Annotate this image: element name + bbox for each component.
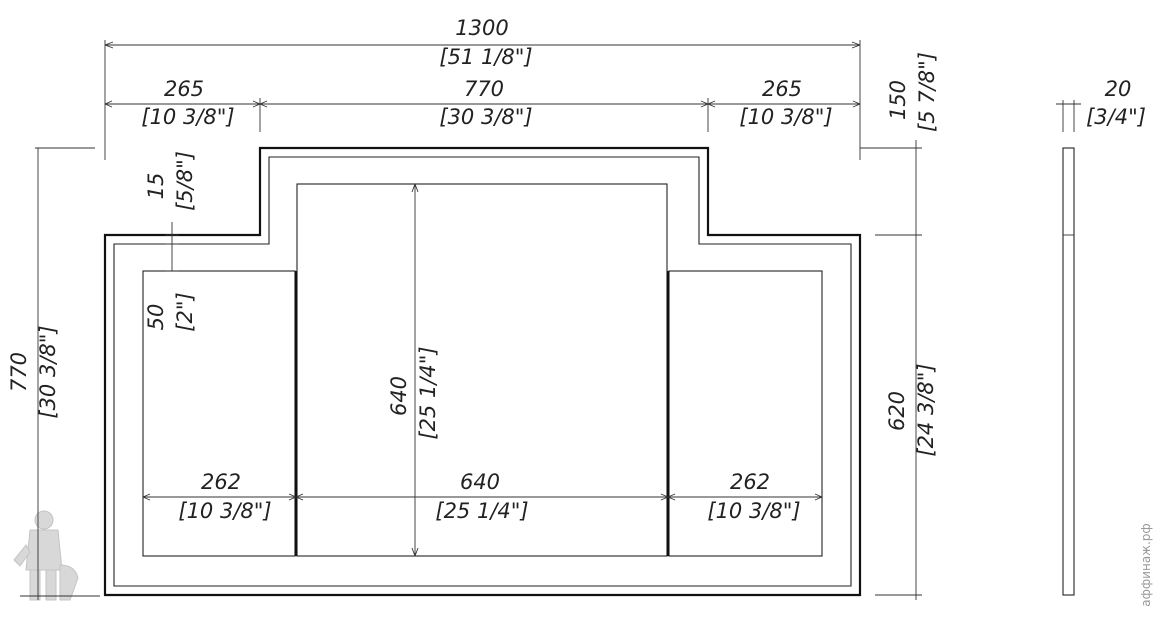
center-mirror-width-inch-label: [25 1/4"] [435, 499, 528, 523]
left-side-width-label: 265 [164, 77, 204, 101]
border-gap-inch-label: [5/8"] [173, 151, 197, 211]
right-mirror-width-label: 262 [730, 470, 770, 494]
top-step-inch-label: [5 7/8"] [915, 52, 939, 132]
frame-outer-outline [103, 146, 862, 597]
thickness-label: 20 [1105, 77, 1132, 101]
overall-width-inch-label: [51 1/8"] [439, 45, 532, 69]
dimension-lines [20, 40, 1081, 600]
right-mirror-width-inch-label: [10 3/8"] [707, 499, 800, 523]
mirror-offset-inch-label: [2"] [173, 292, 197, 331]
center-width-label: 770 [464, 77, 504, 101]
thickness-inch-label: [3/4"] [1086, 105, 1146, 129]
overall-width-label: 1300 [455, 16, 508, 40]
right-height-inch-label: [24 3/8"] [914, 363, 938, 456]
right-side-width-label: 265 [762, 77, 802, 101]
frame-inner-outline [113, 156, 852, 587]
total-height-inch-label: [30 3/8"] [36, 325, 60, 418]
center-mirror-height-inch-label: [25 1/4"] [416, 346, 440, 439]
center-width-inch-label: [30 3/8"] [439, 105, 532, 129]
plumber-mascot-icon [13, 510, 79, 601]
center-mirror-width-label: 640 [460, 470, 500, 494]
left-side-width-inch-label: [10 3/8"] [141, 105, 234, 129]
right-side-width-inch-label: [10 3/8"] [739, 105, 832, 129]
left-mirror-width-inch-label: [10 3/8"] [178, 499, 271, 523]
mirror-offset-label: 50 [144, 304, 168, 331]
top-step-label: 150 [886, 80, 910, 120]
center-mirror-height-label: 640 [387, 376, 411, 416]
side-view-profile [1062, 147, 1075, 596]
right-height-label: 620 [885, 391, 909, 431]
watermark-text: аффинаж.рф [1139, 523, 1153, 606]
border-gap-label: 15 [144, 173, 168, 200]
left-mirror-width-label: 262 [201, 470, 241, 494]
total-height-label: 770 [7, 352, 31, 392]
